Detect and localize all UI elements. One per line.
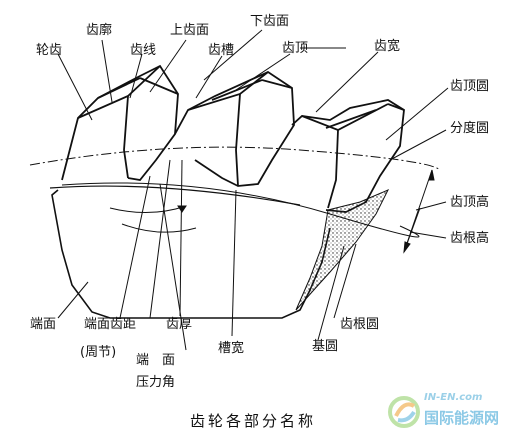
leader-lines (57, 29, 449, 351)
gear-body (49, 185, 331, 319)
label-fenduyuan: 分度圆 (450, 121, 490, 136)
label-chiding: 齿顶 (282, 41, 309, 56)
label-chikuo: 齿廓 (86, 23, 113, 38)
diagram-caption: 齿轮各部分名称 (190, 412, 317, 430)
label-caokuan: 槽宽 (218, 341, 245, 356)
label-yalijiao-line2: 压力角 (136, 375, 176, 390)
label-chicao: 齿槽 (208, 43, 235, 58)
pitch-circle-line (29, 146, 441, 171)
leaf-icon (388, 396, 420, 428)
label-zhoujie: (周节) (80, 345, 117, 360)
watermark-top: IN-EN.com (424, 392, 483, 403)
label-jiyuan: 基圆 (312, 339, 339, 354)
inner-arcs (109, 205, 197, 233)
label-shangchimian: 上齿面 (170, 23, 210, 38)
involute-shading (295, 189, 390, 311)
label-chidinggao: 齿顶高 (450, 195, 490, 210)
label-chigenyuan: 齿根圆 (340, 317, 380, 332)
tooth-3 (291, 99, 405, 213)
height-dimension (403, 169, 435, 254)
watermark-logo: IN-EN.com 国际能源网 (384, 390, 514, 434)
label-chihou: 齿厚 (166, 317, 193, 332)
label-duanmianchiju: 端面齿距 (84, 317, 137, 332)
tooth-2 (174, 70, 295, 187)
label-chixian: 齿线 (130, 43, 157, 58)
label-yalijiao-line1: 端 面 (136, 353, 176, 368)
label-chikuan: 齿宽 (374, 39, 401, 54)
addendum-arc (61, 182, 420, 238)
label-chidingyuan: 齿顶圆 (450, 79, 490, 94)
label-chigengao: 齿根高 (450, 231, 490, 246)
label-duanmian: 端面 (30, 317, 57, 332)
label-xiachimian: 下齿面 (250, 14, 290, 29)
watermark-bottom: 国际能源网 (424, 409, 500, 427)
label-lunchi: 轮齿 (36, 43, 63, 58)
tooth-1 (61, 64, 179, 181)
